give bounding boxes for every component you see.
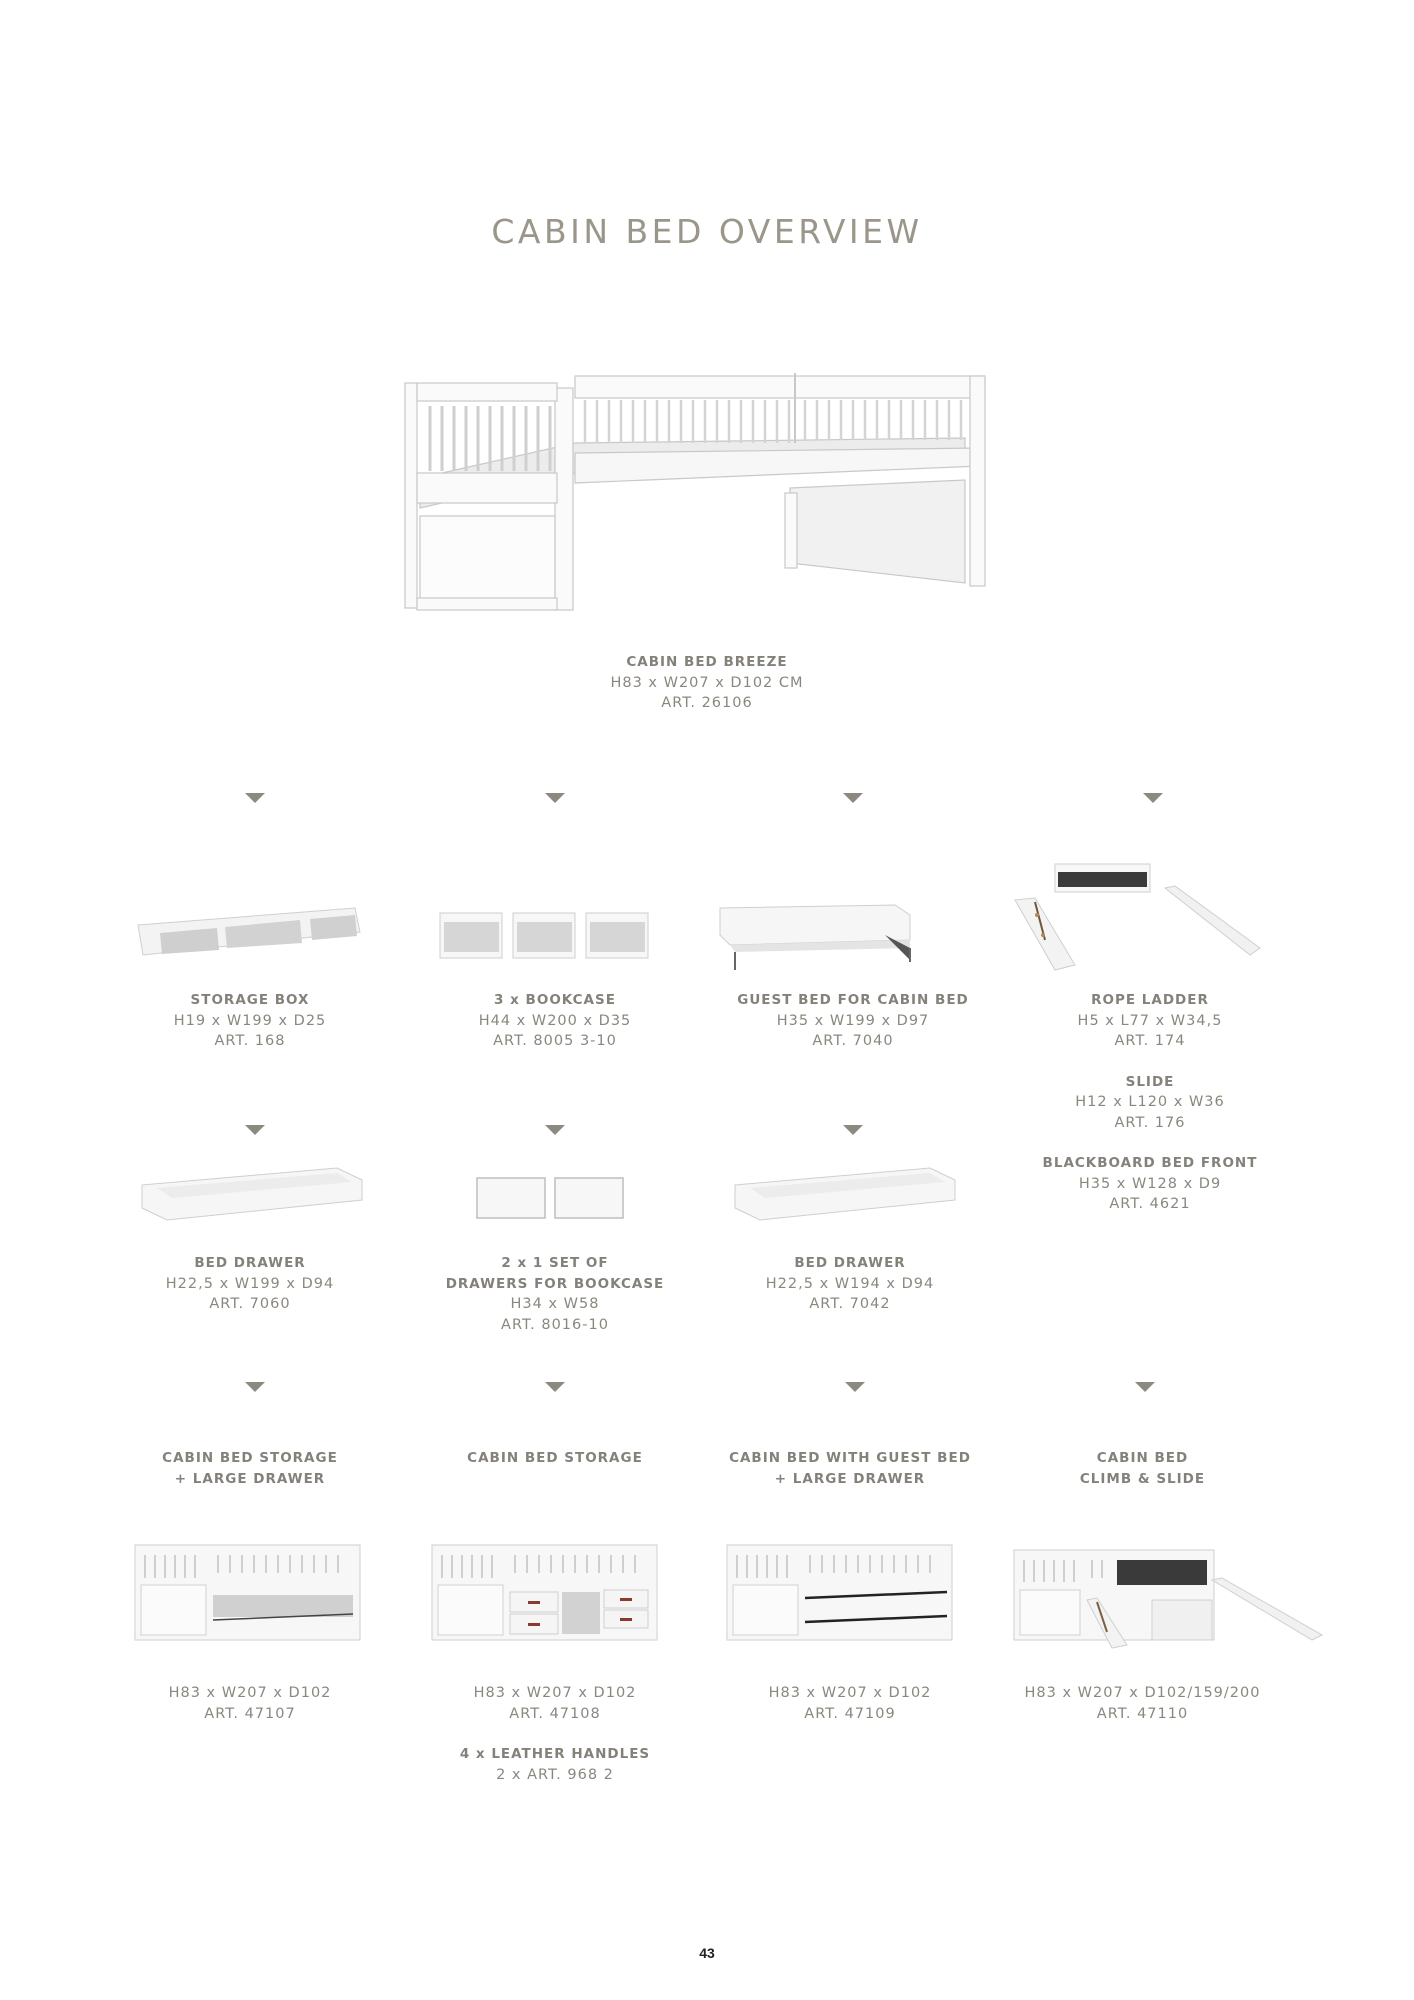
product-name: GUEST BED FOR CABIN BED <box>737 992 969 1008</box>
product-dims: H35 x W199 x D97 <box>776 1012 930 1029</box>
product-name: ROPE LADDER <box>1091 992 1209 1008</box>
product-art: ART. 8016-10 <box>501 1316 609 1333</box>
product-name: CLIMB & SLIDE <box>1079 1470 1206 1487</box>
product-dims: H12 x L120 x W36 <box>1075 1094 1225 1110</box>
product-dims: H19 x W199 x D25 <box>173 1012 327 1029</box>
arrow-down-icon <box>545 1382 565 1392</box>
product-dims: H34 x W58 <box>510 1296 600 1312</box>
product-name: DRAWERS FOR BOOKCASE <box>445 1275 665 1292</box>
accessory-caption: BED DRAWER H22,5 x W194 x D94 ART. 7042 <box>700 1253 1000 1315</box>
cabin-bed-breeze-image <box>404 373 986 611</box>
product-dims: H22,5 x W199 x D94 <box>165 1275 335 1292</box>
product-art: ART. 7040 <box>812 1033 894 1049</box>
product-name: STORAGE BOX <box>190 992 310 1008</box>
product-name: CABIN BED STORAGE <box>467 1450 643 1466</box>
product-art: ART. 47107 <box>204 1705 296 1722</box>
page-number: 43 <box>699 1945 715 1961</box>
combination-title: CABIN BED WITH GUEST BED + LARGE DRAWER <box>695 1448 1005 1489</box>
combination-caption: H83 x W207 x D102 ART. 47107 <box>100 1683 400 1724</box>
arrow-down-icon <box>545 793 565 803</box>
product-dims: H83 x W207 x D102/159/200 <box>1024 1685 1261 1701</box>
arrow-down-icon <box>245 793 265 803</box>
product-name: + LARGE DRAWER <box>174 1470 326 1487</box>
product-art: ART. 7042 <box>809 1296 891 1312</box>
product-dims: H44 x W200 x D35 <box>478 1012 632 1029</box>
arrow-down-icon <box>843 1125 863 1135</box>
product-art: ART. 47109 <box>804 1705 896 1722</box>
product-name: CABIN BED WITH GUEST BED <box>729 1450 971 1466</box>
product-art: ART. 8005 3-10 <box>493 1033 617 1049</box>
page-title: CABIN BED OVERVIEW <box>491 212 923 251</box>
accessory-caption: BED DRAWER H22,5 x W199 x D94 ART. 7060 <box>100 1253 400 1315</box>
product-dims: H83 x W207 x D102 <box>768 1685 932 1701</box>
accessory-caption: STORAGE BOX H19 x W199 x D25 ART. 168 <box>100 990 400 1052</box>
product-art: ART. 26106 <box>661 695 753 711</box>
bed-drawer-image <box>734 1167 956 1221</box>
product-name: CABIN BED BREEZE <box>626 654 788 670</box>
storage-box-image <box>137 907 361 956</box>
product-name: BED DRAWER <box>794 1255 906 1271</box>
cabin-bed-guest-image <box>726 1544 953 1641</box>
product-art: ART. 7060 <box>209 1296 291 1312</box>
product-name: + LARGE DRAWER <box>774 1470 926 1487</box>
combination-caption: H83 x W207 x D102 ART. 47109 <box>700 1683 1000 1724</box>
product-name: SLIDE <box>1125 1073 1175 1090</box>
arrow-down-icon <box>245 1125 265 1135</box>
accessory-caption: 2 x 1 SET OF DRAWERS FOR BOOKCASE H34 x … <box>400 1253 710 1335</box>
product-art: ART. 4621 <box>1109 1196 1191 1212</box>
product-name: CABIN BED <box>1096 1450 1189 1466</box>
arrow-down-icon <box>245 1382 265 1392</box>
arrow-down-icon <box>843 793 863 803</box>
accessory-caption: GUEST BED FOR CABIN BED H35 x W199 x D97… <box>698 990 1008 1052</box>
combination-caption: H83 x W207 x D102/159/200 ART. 47110 <box>990 1683 1295 1724</box>
arrow-down-icon <box>845 1382 865 1392</box>
combination-caption: H83 x W207 x D102 ART. 47108 4 x LEATHER… <box>400 1683 710 1785</box>
product-dims: H35 x W128 x D9 <box>1078 1175 1222 1192</box>
product-art: 2 x ART. 968 2 <box>496 1766 614 1783</box>
combination-title: CABIN BED CLIMB & SLIDE <box>1000 1448 1285 1489</box>
product-art: ART. 47110 <box>1096 1705 1189 1722</box>
arrow-down-icon <box>1143 793 1163 803</box>
bed-drawer-image <box>141 1167 363 1221</box>
cabin-bed-storage-image <box>431 1544 658 1641</box>
accessory-caption: 3 x BOOKCASE H44 x W200 x D35 ART. 8005 … <box>400 990 710 1052</box>
product-dims: H83 x W207 x D102 CM <box>610 674 804 691</box>
product-name: 2 x 1 SET OF <box>501 1255 609 1271</box>
cabin-bed-climb-slide-image <box>1013 1549 1324 1649</box>
product-name: 4 x LEATHER HANDLES <box>459 1746 651 1762</box>
cabin-bed-storage-drawer-image <box>134 1544 361 1641</box>
guest-bed-image <box>719 904 911 970</box>
combination-title: CABIN BED STORAGE <box>400 1448 710 1469</box>
arrow-down-icon <box>545 1125 565 1135</box>
arrow-down-icon <box>1135 1382 1155 1392</box>
product-art: ART. 176 <box>1114 1114 1186 1131</box>
product-art: ART. 168 <box>214 1033 286 1049</box>
product-dims: H22,5 x W194 x D94 <box>765 1275 935 1292</box>
accessory-caption: ROPE LADDER H5 x L77 x W34,5 ART. 174 SL… <box>1000 990 1300 1215</box>
main-product-caption: CABIN BED BREEZE H83 x W207 x D102 CM AR… <box>507 652 907 714</box>
combination-title: CABIN BED STORAGE + LARGE DRAWER <box>100 1448 400 1489</box>
product-dims: H5 x L77 x W34,5 <box>1077 1012 1223 1029</box>
product-name: BLACKBOARD BED FRONT <box>1042 1155 1258 1171</box>
product-dims: H83 x W207 x D102 <box>168 1685 332 1701</box>
bookcase-drawers-image <box>476 1177 624 1219</box>
product-dims: H83 x W207 x D102 <box>473 1685 637 1701</box>
product-name: 3 x BOOKCASE <box>494 992 616 1008</box>
product-art: ART. 174 <box>1114 1033 1186 1049</box>
ladder-slide-image <box>1014 863 1261 971</box>
bookcase-image <box>439 912 649 959</box>
product-art: ART. 47108 <box>509 1705 601 1722</box>
product-name: CABIN BED STORAGE <box>162 1450 338 1466</box>
product-name: BED DRAWER <box>194 1255 306 1271</box>
